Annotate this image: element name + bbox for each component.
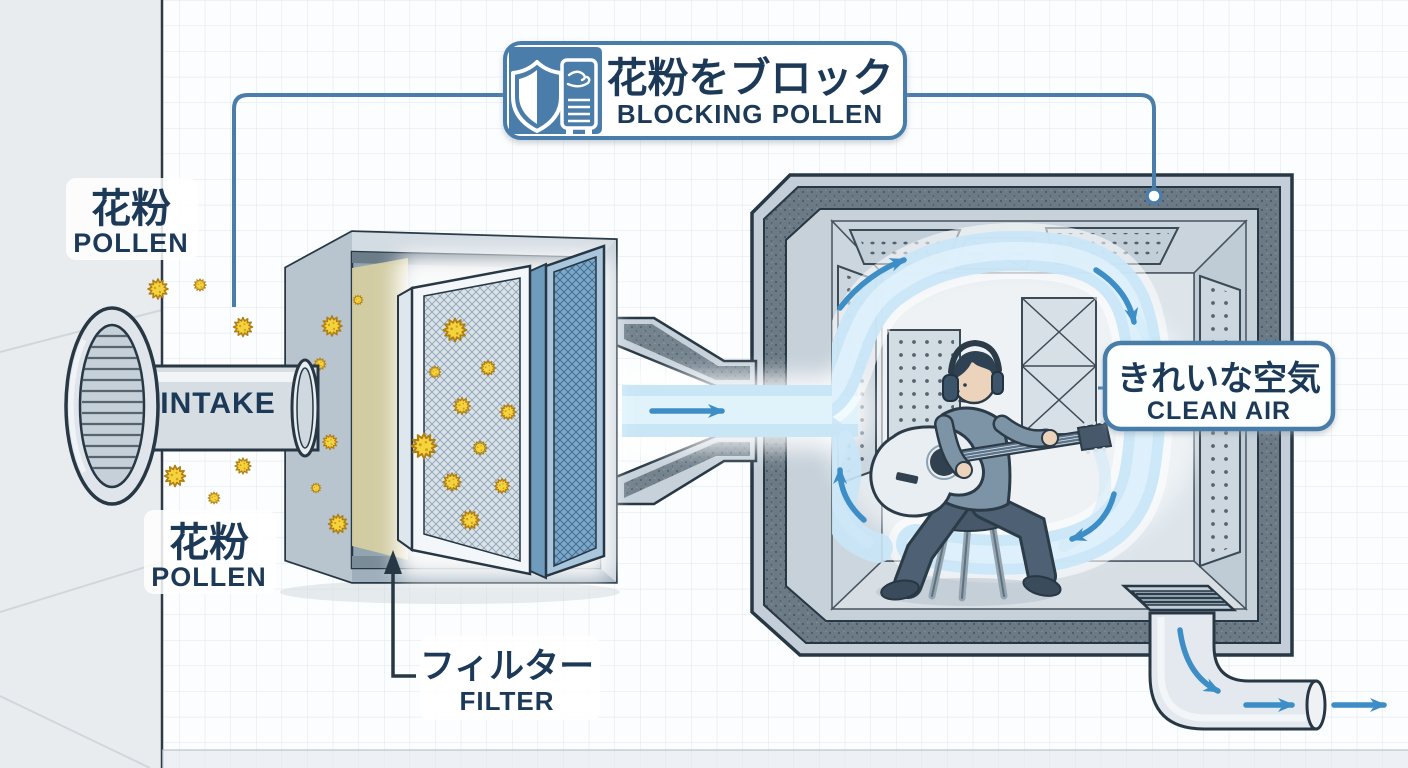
pipe-end-cap <box>1305 679 1327 731</box>
label-pollen-lower: 花粉 POLLEN <box>144 510 276 594</box>
floor-vent-grate <box>1120 584 1238 612</box>
bottom-strip <box>162 750 1408 768</box>
reflector-panel-back <box>1021 297 1097 435</box>
air-arrow-right-down <box>1093 267 1139 325</box>
air-arrow-floor <box>1069 491 1117 542</box>
exhaust-pipe <box>1148 611 1387 731</box>
shield-icon <box>511 60 563 133</box>
transfer-duct <box>614 316 758 506</box>
filter-pointer-line <box>391 570 416 678</box>
connector-right <box>905 93 1156 189</box>
filter-label-en: FILTER <box>459 686 554 716</box>
air-purifier-icon <box>560 58 598 134</box>
headphones-band <box>948 339 1002 375</box>
fretting-hand <box>1041 429 1059 447</box>
left-shoe <box>880 579 920 601</box>
filter-unit <box>280 230 620 604</box>
pollen-lower-ja: 花粉 <box>169 521 249 565</box>
air-arrow-ceiling <box>837 257 907 311</box>
right-leg <box>973 493 1054 588</box>
filter-box-top-face <box>352 232 616 258</box>
pollen-light-cone <box>352 258 408 560</box>
air-arrow-left-up <box>833 467 867 523</box>
filter-arrowhead <box>384 550 402 574</box>
intake-ring-inner <box>78 323 146 489</box>
filter-box-shadow <box>280 580 620 604</box>
strumming-hand <box>955 461 973 479</box>
pollen-upper-en: POLLEN <box>73 228 189 258</box>
filter-panel-front <box>397 264 532 576</box>
musician <box>869 339 1113 606</box>
callout-filter: フィルター FILTER <box>384 550 600 720</box>
intake-assembly: INTAKE <box>64 278 320 506</box>
acoustic-guitar <box>869 414 1113 518</box>
pollen-lower-bg <box>144 510 276 594</box>
intake-label: INTAKE <box>160 387 275 420</box>
clean-air-box <box>1102 340 1336 432</box>
pollen-upper-bg <box>66 178 198 260</box>
right-shoe <box>1022 575 1062 597</box>
blocking-pollen-title-en: BLOCKING POLLEN <box>617 99 883 129</box>
clean-air-ja: きれいな空気 <box>1117 360 1321 398</box>
label-pollen-upper: 花粉 POLLEN <box>66 178 198 260</box>
headphone-cup-left <box>942 374 959 402</box>
connector-endpoint-dot <box>1145 187 1163 205</box>
pipe-highlight <box>1157 617 1306 722</box>
intake-louvers <box>82 334 143 470</box>
filter-label-bg <box>420 636 600 720</box>
callout-blocking-pollen: 花粉をブロック BLOCKING POLLEN <box>503 41 907 140</box>
blocking-pollen-title-ja: 花粉をブロック <box>607 55 894 101</box>
clean-air-en: CLEAN AIR <box>1147 397 1291 425</box>
hair <box>952 351 997 380</box>
callout-clean-air: きれいな空気 CLEAN AIR <box>1102 340 1336 432</box>
blocking-pollen-box <box>503 41 907 140</box>
duct-insulation-bottom <box>624 442 750 498</box>
connector-lines <box>232 93 1163 390</box>
headphone-cup-right <box>991 371 1004 395</box>
pollen-upper-ja: 花粉 <box>91 187 171 231</box>
intake-ring-highlight <box>68 338 87 474</box>
exhaust-arrow-elbow <box>1177 627 1221 694</box>
guitar-headstock <box>1076 421 1113 452</box>
connector-left <box>232 93 505 307</box>
filter-label-ja: フィルター <box>420 647 594 686</box>
guitar-bridge <box>895 472 919 484</box>
intake-tube-highlight <box>124 372 304 382</box>
left-leg <box>896 488 970 596</box>
filter-panel-back <box>527 244 606 580</box>
pollen-lower-en: POLLEN <box>151 562 267 592</box>
tuning-pegs <box>1084 420 1106 454</box>
duct-insulation-top <box>624 324 750 380</box>
